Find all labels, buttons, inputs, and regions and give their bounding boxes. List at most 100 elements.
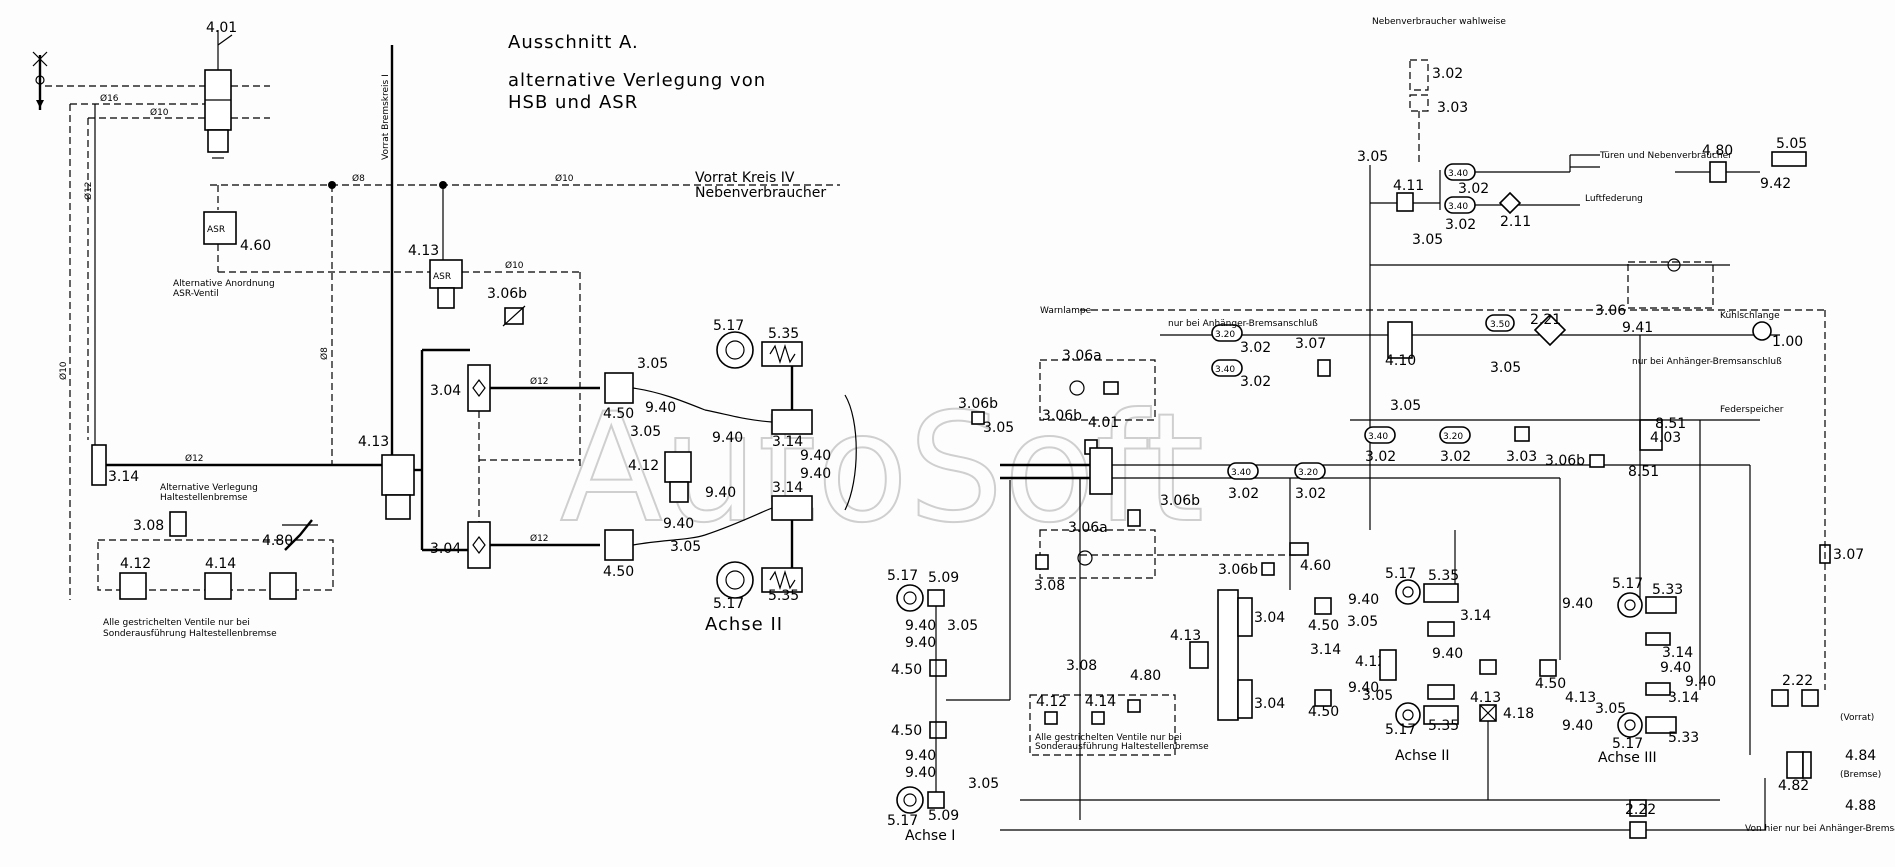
label-5-35-b: 5.35 [768, 588, 799, 604]
label-r-4-80-b: 4.80 [1130, 668, 1161, 684]
right-section: Nebenverbraucher wahlweise 3.02 3.03 3.0… [887, 17, 1895, 844]
label-r-2-11: 2.11 [1500, 214, 1531, 230]
label-von-hier: Von hier nur bei Anhänger-Bremsanschluß [1745, 824, 1895, 834]
label-r-3-08: 3.08 [1034, 578, 1065, 594]
label-warnlampe: Warnlampe [1040, 306, 1092, 316]
exhaust-symbol [32, 51, 48, 110]
label-4-60: 4.60 [240, 238, 271, 254]
label-alt-anordnung: Alternative Anordnung [173, 279, 275, 289]
label-gestrichelt-2: Sonderausführung Haltestellenbremse [103, 629, 277, 639]
label-r-3-06b: 3.06b [958, 396, 998, 412]
label-federspeicher: Federspeicher [1720, 405, 1784, 415]
label-r-3-05-a: 3.05 [1357, 149, 1388, 165]
label-r-4-88: 4.88 [1845, 798, 1876, 814]
label-r-5-17-f: 5.17 [1612, 736, 1643, 752]
valve-3-04-top [467, 364, 491, 412]
label-r-3-06b-b: 3.06b [1042, 408, 1082, 424]
label-r-8-51-b: 8.51 [1655, 416, 1686, 432]
label-3-08: 3.08 [133, 518, 164, 534]
label-9-40-b: 9.40 [712, 430, 743, 446]
label-d10-a: Ø10 [150, 107, 169, 118]
label-asr-ventil: ASR-Ventil [173, 289, 219, 299]
label-r-4-18: 4.18 [1503, 706, 1534, 722]
label-5-35-a: 5.35 [768, 326, 799, 342]
label-r-3-14-c: 3.14 [1662, 645, 1693, 661]
label-r-4-13: 4.13 [1170, 628, 1201, 644]
label-r-4-50-a: 4.50 [891, 662, 922, 678]
label-r-3-03-a: 3.03 [1437, 100, 1468, 116]
label-5-17-a: 5.17 [713, 318, 744, 334]
label-r-3-02-a: 3.02 [1432, 66, 1463, 82]
asr-valve-4-60: ASR [203, 211, 237, 245]
label-r-3-02-e: 3.02 [1240, 374, 1271, 390]
label-9-40-a: 9.40 [645, 400, 676, 416]
label-kuehlschlange: Kühlschlange [1720, 311, 1780, 321]
label-r-3-40-c: 3.40 [1215, 365, 1235, 375]
label-r-4-50-b: 4.50 [891, 723, 922, 739]
label-d10-b: Ø10 [58, 361, 69, 380]
label-r-3-02-b: 3.02 [1458, 181, 1489, 197]
label-r-3-14-d: 3.14 [1668, 690, 1699, 706]
label-nebenverbraucher-wahlweise: Nebenverbraucher wahlweise [1372, 17, 1506, 27]
label-r-9-40-e: 9.40 [1432, 646, 1463, 662]
label-r-4-82: 4.82 [1778, 778, 1809, 794]
label-tueren: Türen und Nebenverbraucher [1599, 151, 1732, 161]
label-r-4-01: 4.01 [1088, 415, 1119, 431]
label-r-4-80: 4.80 [1702, 143, 1733, 159]
brake-chamber-5-17-bottom [716, 561, 754, 599]
label-r-gestrichelt-1: Alle gestrichelten Ventile nur bei [1035, 733, 1182, 743]
label-r-9-40-c: 9.40 [1348, 680, 1379, 696]
left-section: Ausschnitt A. alternative Verlegung von … [32, 20, 857, 639]
label-4-12: 4.12 [628, 458, 659, 474]
label-r-4-12: 4.12 [1036, 694, 1067, 710]
label-r-4-60: 4.60 [1300, 558, 1331, 574]
modulator-4-50-bottom [604, 529, 634, 561]
label-r-3-05-i: 3.05 [1595, 701, 1626, 717]
label-r-9-42: 9.42 [1760, 176, 1791, 192]
label-r-9-40-g: 9.40 [1562, 718, 1593, 734]
label-achse-ii-right: Achse II [1395, 748, 1450, 764]
label-3-04-a: 3.04 [430, 383, 461, 399]
modulator-4-50-top [604, 372, 634, 404]
label-r-4-03: 4.03 [1650, 430, 1681, 446]
label-r-9-41: 9.41 [1622, 320, 1653, 336]
label-r-4-50-d: 4.50 [1308, 704, 1339, 720]
label-r-5-05: 5.05 [1776, 136, 1807, 152]
label-r-5-09-b: 5.09 [928, 808, 959, 824]
label-3-14-c: 3.14 [108, 469, 139, 485]
label-r-3-06a-b: 3.06a [1068, 520, 1108, 536]
label-r-9-40-h: 9.40 [1660, 660, 1691, 676]
label-r-3-14-b: 3.14 [1460, 608, 1491, 624]
label-r-5-17-c: 5.17 [1385, 566, 1416, 582]
label-r-3-14-a: 3.14 [1310, 642, 1341, 658]
valve-4-01 [204, 30, 233, 159]
label-d12-c: Ø12 [530, 376, 549, 387]
label-r-3-07-a: 3.07 [1295, 336, 1326, 352]
label-r-5-17-b: 5.17 [887, 813, 918, 829]
label-r-3-40-a: 3.40 [1448, 169, 1468, 179]
label-r-3-04-a: 3.04 [1254, 610, 1285, 626]
label-nur-anh-b: nur bei Anhänger-Bremsanschluß [1632, 357, 1782, 367]
label-r-2-22-b: 2.22 [1625, 802, 1656, 818]
label-r-3-50: 3.50 [1490, 320, 1510, 330]
label-r-5-33-b: 5.33 [1668, 730, 1699, 746]
label-nur-anh-a: nur bei Anhänger-Bremsanschluß [1168, 319, 1318, 329]
label-r-4-11: 4.11 [1393, 178, 1424, 194]
label-3-05-a: 3.05 [637, 356, 668, 372]
label-d12-d: Ø12 [530, 533, 549, 544]
label-r-3-40-d: 3.40 [1231, 468, 1251, 478]
label-r-5-09-a: 5.09 [928, 570, 959, 586]
label-r-3-05-f: 3.05 [947, 618, 978, 634]
label-r-3-02-g: 3.02 [1295, 486, 1326, 502]
label-3-06b: 3.06b [487, 286, 527, 302]
label-r-3-05-h: 3.05 [1362, 688, 1393, 704]
label-r-9-40-a: 9.40 [905, 618, 936, 634]
label-3-14-b: 3.14 [772, 480, 803, 496]
label-d16-a: Ø16 [100, 93, 119, 104]
label-4-13-b: 4.13 [358, 434, 389, 450]
label-r-9-40-f: 9.40 [1562, 596, 1593, 612]
label-r-3-06: 3.06 [1595, 303, 1626, 319]
haltestellenbremse-group: 3.14 Alternative Verlegung Haltestellenb… [91, 444, 334, 639]
section-subtitle-2: HSB und ASR [508, 92, 638, 113]
label-r-4-14: 4.14 [1085, 694, 1116, 710]
